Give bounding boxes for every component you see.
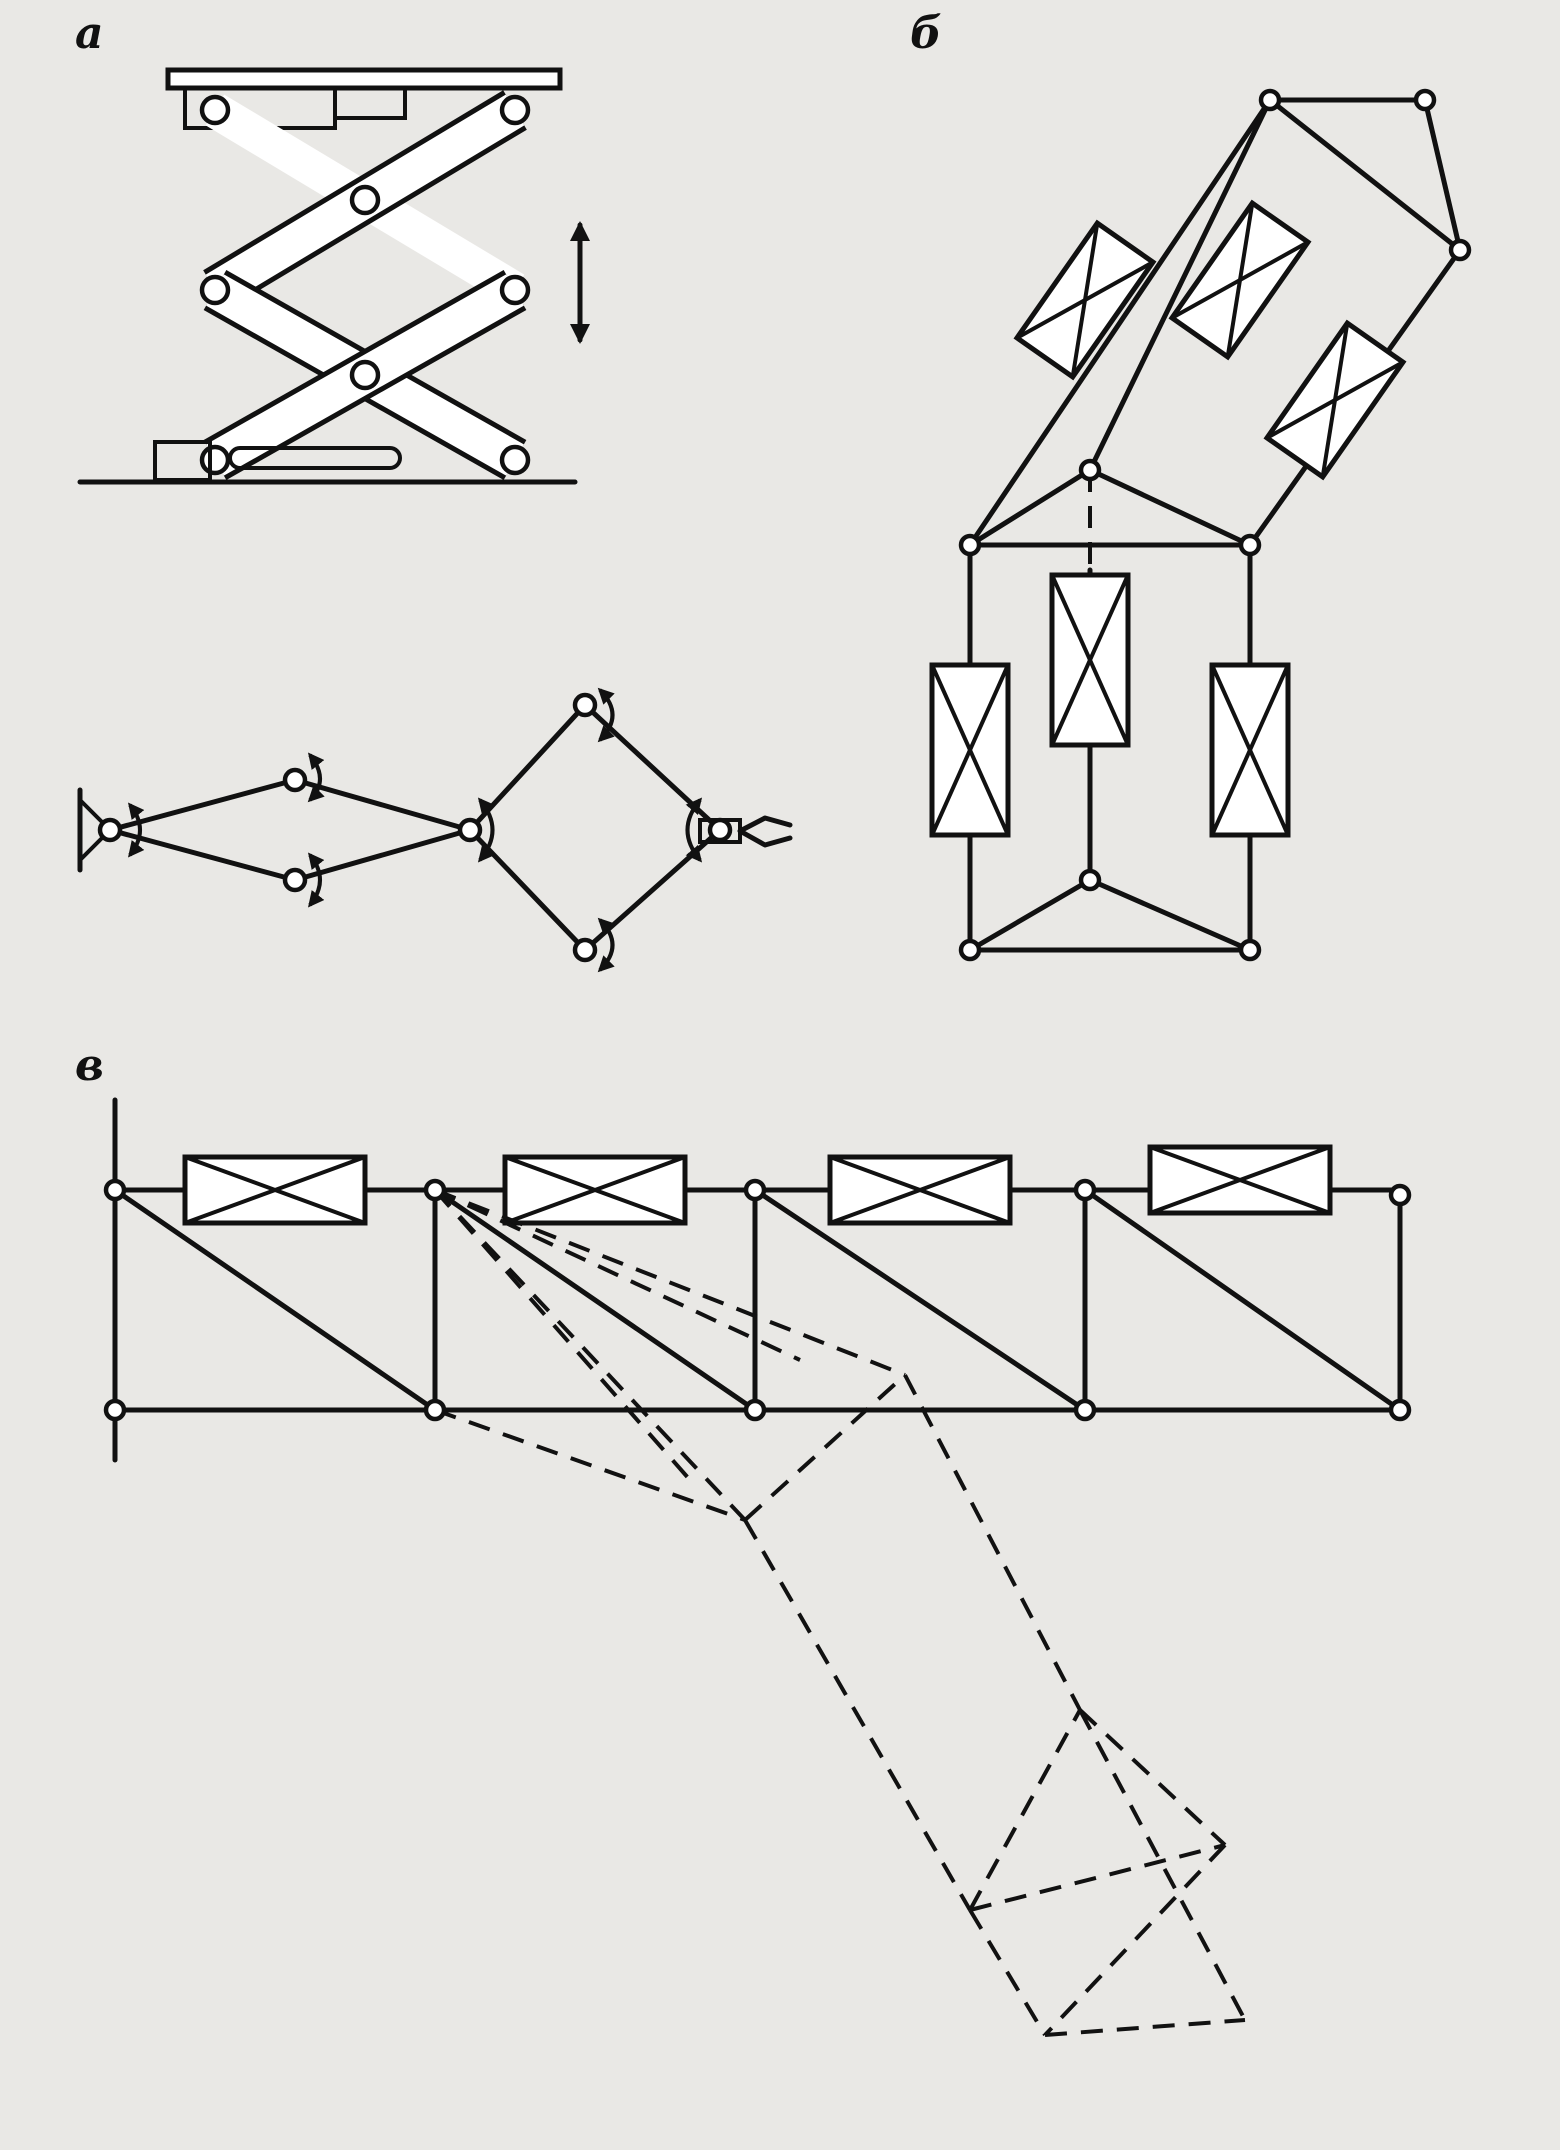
lift-joint — [349, 184, 381, 216]
truss-joint — [1413, 88, 1437, 112]
truss-joint — [423, 1398, 447, 1422]
lift-joint — [199, 94, 231, 126]
linkage-joint — [572, 937, 598, 963]
truss-joint — [1078, 868, 1102, 892]
linkage-joint — [282, 867, 308, 893]
linkage-joint — [97, 817, 123, 843]
scissor-lift-diagram — [77, 67, 590, 485]
linear-actuator — [929, 662, 1011, 838]
variable-truss-diagram — [103, 1097, 1412, 2037]
planar-linkage-diagram — [77, 687, 793, 973]
linear-actuator — [1263, 319, 1407, 481]
lift-joint — [349, 359, 381, 391]
truss-joint — [1238, 938, 1262, 962]
truss-joint — [958, 938, 982, 962]
truss-joint — [1073, 1178, 1097, 1202]
truss-joint — [1448, 238, 1472, 262]
truss-joint — [1073, 1398, 1097, 1422]
lift-joint — [499, 444, 531, 476]
lift-joint — [499, 274, 531, 306]
linear-actuator — [1013, 219, 1157, 381]
linear-actuator — [1209, 662, 1291, 838]
lift-platform — [165, 67, 563, 91]
truss-joint — [958, 533, 982, 557]
lift-joint — [499, 94, 531, 126]
truss-joint — [103, 1178, 127, 1202]
rotation-arrows — [128, 687, 703, 973]
linkage-joint — [572, 692, 598, 718]
linear-actuator — [1168, 199, 1312, 361]
lift-joint — [199, 444, 231, 476]
horizontal-actuator — [182, 1154, 368, 1226]
horizontal-actuator — [827, 1154, 1013, 1226]
linkage-joint — [457, 817, 483, 843]
truss-joint — [1238, 533, 1262, 557]
panel-label-a: а — [75, 8, 104, 59]
deformed-configuration — [433, 1188, 1247, 2037]
horizontal-actuator — [1147, 1144, 1333, 1216]
truss-joint — [423, 1178, 447, 1202]
truss-joint — [743, 1398, 767, 1422]
truss-joint — [1078, 458, 1102, 482]
linkage-joint — [282, 767, 308, 793]
truss-joint — [1258, 88, 1282, 112]
lift-joint — [199, 274, 231, 306]
scissor-links — [203, 90, 527, 481]
linear-actuator — [1049, 572, 1131, 748]
linkage-joint — [707, 817, 733, 843]
truss-joint — [103, 1398, 127, 1422]
truss-joint — [1388, 1398, 1412, 1422]
horizontal-actuator — [502, 1154, 688, 1226]
panel-label-c: в — [75, 1040, 104, 1091]
truss-joint — [1388, 1183, 1412, 1207]
parallel-truss-diagram — [929, 88, 1472, 962]
truss-joint — [743, 1178, 767, 1202]
panel-label-b: б — [910, 8, 942, 59]
